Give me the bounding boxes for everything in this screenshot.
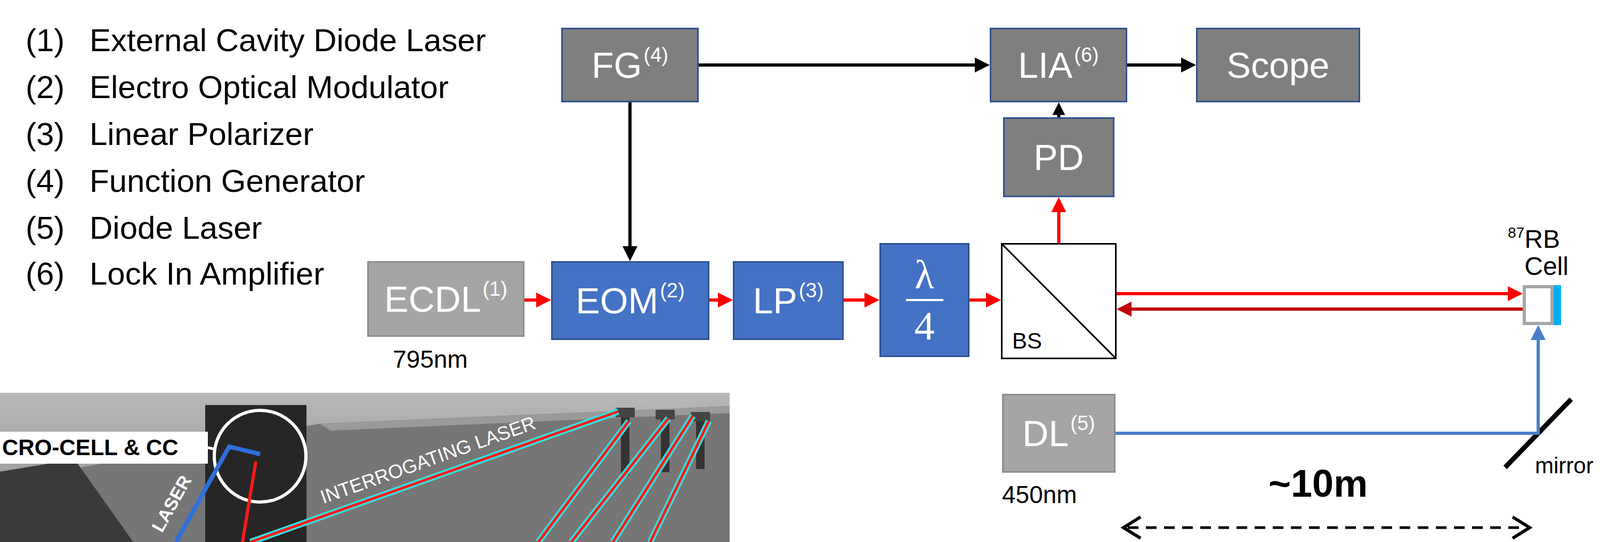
connector-line (1116, 292, 1509, 296)
callout-number: (2) (659, 280, 685, 301)
connector-line (698, 63, 976, 67)
connector (1127, 57, 1197, 73)
detector-box: PD (1003, 117, 1115, 198)
connector-line (843, 298, 866, 302)
part-label: mirror (1534, 453, 1594, 479)
arrow-head (974, 57, 990, 73)
vapor-cell: 87RB Cell (1522, 285, 1554, 326)
wavelength-label: 795nm (392, 345, 468, 374)
lab-photo (0, 392, 730, 542)
photo-label: CRO-CELL & CC (2, 434, 179, 461)
fraction-part: 4 (914, 305, 935, 346)
box-label: FG (591, 46, 642, 84)
legend-text: Function Generator (89, 162, 366, 200)
legend-number: (6) (25, 255, 65, 293)
arrow-head (1052, 102, 1066, 116)
wavelength-label: 450nm (1001, 480, 1078, 509)
box-label: LP (753, 282, 798, 319)
instrument-box: FG(4) (561, 27, 699, 103)
box-text: LP(3) (753, 282, 824, 319)
legend-number: (1) (25, 21, 65, 59)
connector (1116, 286, 1523, 302)
optics-box: LP(3) (732, 261, 844, 341)
instrument-box: LIA(6) (989, 27, 1128, 103)
legend-number: (4) (25, 162, 65, 200)
box-label: Scope (1226, 46, 1330, 84)
arrow-head (536, 292, 552, 308)
fraction-part: λ (914, 254, 935, 295)
callout-number: (6) (1073, 44, 1099, 66)
arrow-head (1051, 197, 1067, 213)
connector-line (628, 102, 632, 248)
box-text: FG(4) (591, 46, 669, 84)
optics-box: EOM(2) (551, 261, 710, 341)
box-text: PD (1033, 139, 1084, 176)
laser-box: ECDL(1) (367, 261, 525, 337)
callout-number: (5) (1070, 413, 1095, 434)
isotope-number: 87 (1507, 224, 1525, 241)
callout-number: (3) (798, 280, 824, 301)
box-label: PD (1033, 139, 1084, 176)
arrow-head (717, 292, 733, 308)
connector-line (969, 298, 988, 302)
connector (1051, 197, 1067, 244)
cell-label: RB Cell (1524, 225, 1569, 280)
distance-arrow (1123, 516, 1530, 539)
connector (622, 102, 638, 262)
legend-text: Linear Polarizer (89, 115, 314, 153)
legend-number: (5) (25, 209, 65, 247)
box-label: EOM (575, 282, 659, 319)
instrument-box: Scope (1196, 27, 1361, 103)
legend-number: (2) (25, 68, 65, 106)
box-label: ECDL (384, 280, 481, 318)
legend-text: External Cavity Diode Laser (89, 21, 487, 59)
connector (1052, 102, 1066, 118)
box-label: DL (1022, 415, 1069, 452)
photo-label: INTERROGATING LASER (317, 411, 539, 508)
connector (969, 292, 1001, 308)
waveplate-box: λ4 (879, 243, 970, 358)
box-text: LIA(6) (1017, 46, 1100, 84)
box-text: DL(5) (1022, 415, 1095, 452)
box-label: LIA (1017, 46, 1073, 84)
arrow-head (986, 292, 1001, 308)
connector-line (1130, 307, 1523, 311)
arrow-head (1530, 325, 1546, 341)
legend-number: (3) (25, 115, 65, 153)
cell-heading: 87RB Cell (1507, 225, 1569, 280)
connector-line (1057, 211, 1061, 244)
connector (698, 57, 990, 73)
callout-number: (1) (482, 278, 507, 300)
connector-line (1115, 338, 1539, 434)
legend-text: Diode Laser (89, 209, 263, 247)
cell-window (1553, 285, 1562, 326)
connector (1115, 325, 1546, 434)
legend-text: Lock In Amplifier (89, 255, 325, 293)
connector (524, 292, 552, 308)
arrow-head (1507, 286, 1523, 302)
beam-lines (250, 411, 709, 542)
arrow-head (622, 246, 638, 262)
box-text: ECDL(1) (384, 280, 508, 318)
arrow-head (1116, 301, 1132, 317)
connector (1116, 301, 1523, 317)
box-text: Scope (1226, 46, 1330, 84)
beam-splitter: BS (1000, 243, 1117, 360)
box-text: EOM(2) (575, 282, 685, 319)
dimension-label: ~10m (1268, 461, 1368, 506)
connector (843, 292, 880, 308)
arrow-head (1181, 57, 1197, 73)
connector-line (524, 298, 538, 302)
box-label: BS (1012, 328, 1042, 354)
connector-line (1127, 63, 1183, 67)
fraction-bar (906, 299, 944, 302)
photo-label: LASER (147, 471, 196, 536)
laser-box: DL(5) (1001, 393, 1116, 473)
arrow-head (864, 292, 880, 308)
connector-line (709, 298, 719, 302)
callout-number: (4) (643, 44, 668, 66)
legend-text: Electro Optical Modulator (89, 68, 449, 106)
connector (709, 292, 733, 308)
